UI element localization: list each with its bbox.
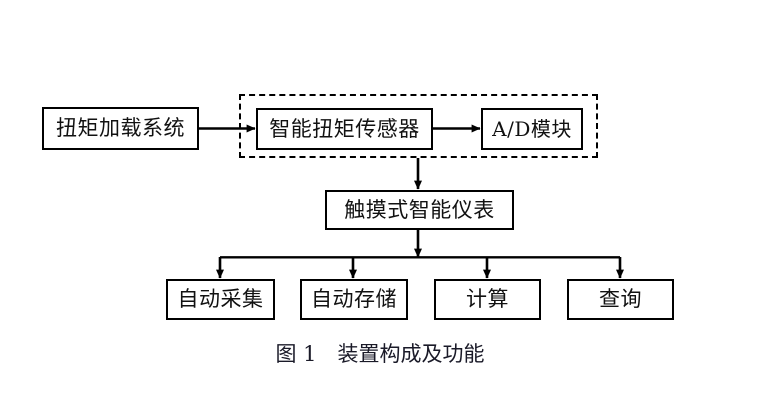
node-auto-storage[interactable]: 自动存储 [300,279,408,320]
node-ad-module[interactable]: A/D模块 [481,108,583,150]
node-query-label: 查询 [599,287,642,311]
node-auto-acquisition[interactable]: 自动采集 [166,279,275,320]
node-calculation[interactable]: 计算 [434,279,541,320]
figure-caption: 图 1 装置构成及功能 [275,342,485,366]
node-ad-module-label: A/D模块 [492,117,572,141]
node-auto-acquisition-label: 自动采集 [177,287,264,311]
node-calculation-label: 计算 [466,287,509,311]
node-auto-storage-label: 自动存储 [311,287,397,311]
node-torque-loading-system-label: 扭矩加载系统 [56,116,185,140]
node-touch-smart-instrument[interactable]: 触摸式智能仪表 [325,190,514,230]
node-touch-smart-instrument-label: 触摸式智能仪表 [344,197,495,222]
node-torque-loading-system[interactable]: 扭矩加载系统 [42,107,199,150]
node-query[interactable]: 查询 [567,279,674,320]
node-smart-torque-sensor[interactable]: 智能扭矩传感器 [256,108,433,150]
node-smart-torque-sensor-label: 智能扭矩传感器 [269,116,420,141]
